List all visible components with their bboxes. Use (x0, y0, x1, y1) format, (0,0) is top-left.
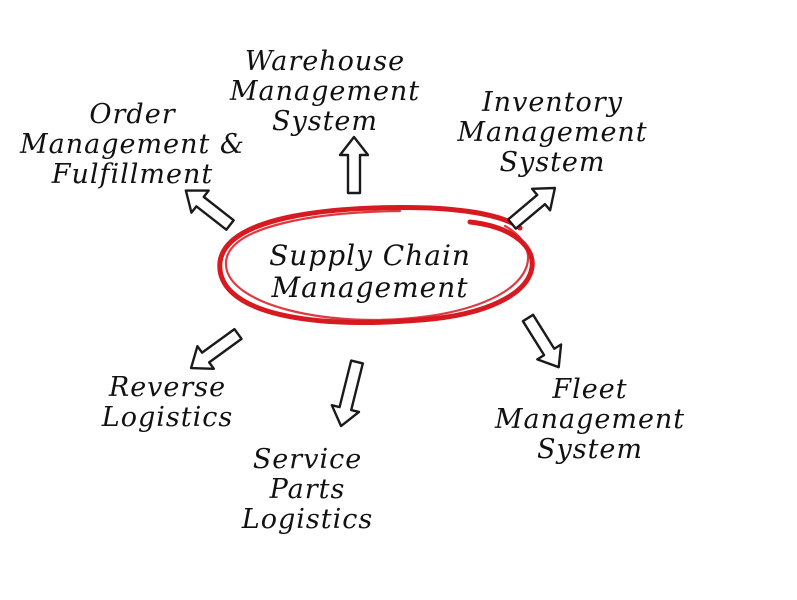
arrow-fleet-icon (521, 313, 563, 369)
node-inventory-line: System (499, 147, 606, 178)
node-reverse-line: Logistics (101, 402, 234, 433)
node-fleet: Fleet Management System (485, 375, 695, 465)
node-order: Order Management & Fulfillment (20, 100, 245, 190)
center-ellipse (217, 205, 535, 325)
node-service-line: Service (252, 444, 363, 475)
node-order-line: Fulfillment (51, 159, 214, 190)
node-fleet-line: Fleet (552, 374, 628, 405)
node-warehouse-line: System (271, 106, 379, 137)
center-label-line: Management (271, 271, 469, 304)
node-reverse: Reverse Logistics (80, 373, 255, 433)
arrow-reverse-icon (189, 327, 243, 371)
node-order-line: Order (89, 99, 176, 130)
node-warehouse: Warehouse Management System (225, 47, 425, 137)
arrow-inventory-icon (506, 186, 557, 230)
node-inventory: Inventory Management System (445, 88, 660, 178)
node-fleet-line: System (536, 434, 644, 465)
node-service-line: Parts (269, 474, 346, 505)
node-inventory-line: Management (457, 117, 648, 148)
node-warehouse-line: Warehouse (244, 46, 406, 77)
node-service: Service Parts Logistics (220, 445, 395, 535)
arrow-service-icon (330, 359, 365, 428)
node-order-line: Management & (20, 129, 245, 160)
node-reverse-line: Reverse (108, 372, 227, 403)
arrow-order-icon (184, 189, 235, 231)
node-service-line: Logistics (241, 504, 374, 535)
arrow-warehouse-icon (338, 135, 370, 195)
node-fleet-line: Management (494, 404, 686, 435)
center-label: Supply Chain Management (250, 240, 490, 304)
node-inventory-line: Inventory (482, 87, 623, 118)
node-warehouse-line: Management (229, 76, 421, 107)
center-label-line: Supply Chain (269, 239, 471, 272)
